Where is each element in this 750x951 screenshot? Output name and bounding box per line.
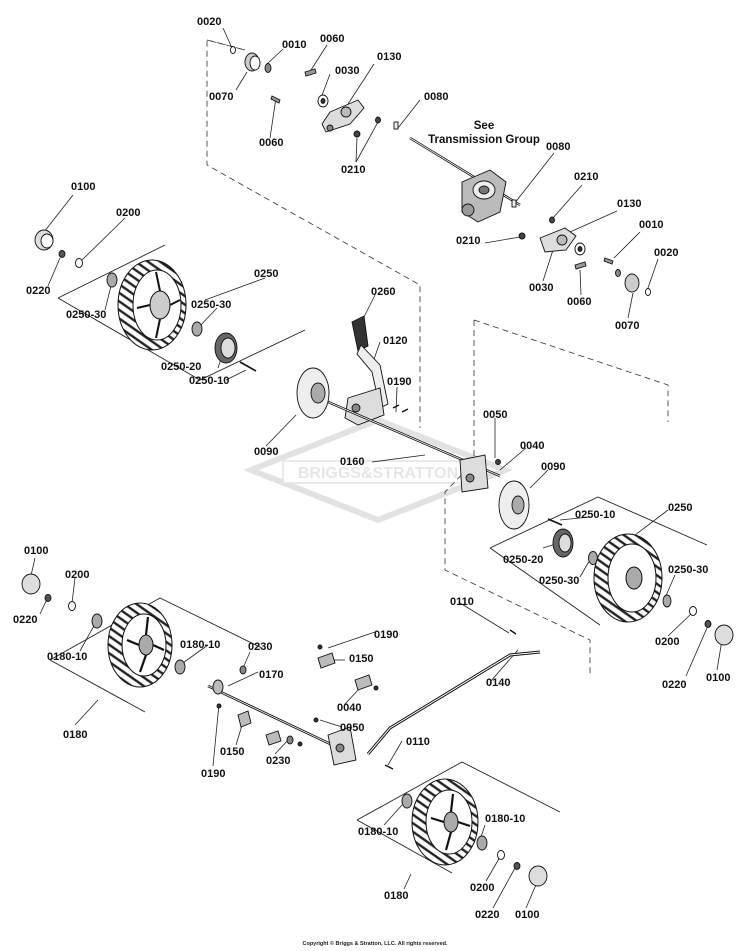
callout-label: 0010: [282, 39, 307, 51]
callout-label: 0110: [406, 736, 430, 748]
callout-label: 0250-30: [191, 299, 232, 311]
wheel-lower-right: [411, 778, 479, 866]
callout-label: 0060: [259, 137, 284, 149]
callout-label: 0040: [337, 702, 362, 714]
wheel-lower-left: [107, 602, 173, 688]
callout-label: 0180-10: [485, 813, 526, 825]
callout-label: 0250-30: [668, 564, 709, 576]
callout-label: 0190: [387, 376, 412, 388]
wheel-upper-left: [117, 259, 187, 351]
callout-label: 0190: [374, 629, 399, 641]
callout-label: 0040: [520, 440, 545, 452]
callout-label: 0200: [65, 569, 90, 581]
transmission-note-line1: See: [473, 120, 495, 132]
callout-label: 0250: [668, 502, 693, 514]
callout-label: 0170: [259, 669, 284, 681]
copyright-text: Copyright © Briggs & Stratton, LLC. All …: [302, 941, 448, 947]
callout-label: 0070: [209, 91, 234, 103]
wheel-middle-right: [593, 533, 663, 623]
callout-label: 0210: [574, 171, 599, 183]
callout-label: 0060: [567, 296, 592, 308]
callout-label: 0030: [529, 282, 554, 294]
callout-label: 0220: [13, 614, 38, 626]
callout-label: 0100: [24, 545, 49, 557]
callout-label: 0070: [615, 320, 640, 332]
callout-label: 0200: [470, 882, 495, 894]
hardware-parts: [21, 46, 734, 887]
callout-label: 0140: [486, 677, 511, 689]
callout-label: 0230: [248, 641, 273, 653]
callout-label: 0250-10: [189, 375, 230, 387]
callout-label: 0180-10: [47, 651, 88, 663]
callout-label: 0180-10: [180, 639, 221, 651]
callout-label: 0220: [475, 909, 500, 921]
callout-label: 0180-10: [358, 826, 399, 838]
callout-label: 0110: [450, 596, 474, 608]
callout-label: 0130: [377, 51, 402, 63]
callout-label: 0210: [456, 235, 481, 247]
callout-label: 0210: [341, 164, 366, 176]
callout-label: 0180: [384, 890, 409, 902]
callout-label: 0200: [116, 207, 141, 219]
callout-label: 0220: [662, 679, 687, 691]
callout-label: 0250-30: [539, 575, 580, 587]
callout-label: 0220: [26, 285, 51, 297]
callout-label: 0120: [383, 335, 408, 347]
callout-label: 0250-30: [66, 309, 107, 321]
callout-label: 0130: [617, 198, 642, 210]
callout-label: 0090: [541, 461, 566, 473]
callout-label: 0250-20: [161, 361, 202, 373]
callout-label: 0100: [515, 909, 540, 921]
callout-label: 0050: [340, 722, 365, 734]
callout-label: 0060: [320, 33, 345, 45]
callout-label: 0150: [220, 746, 245, 758]
group-frames: [206, 39, 669, 677]
callout-label: 0090: [254, 446, 279, 458]
callout-label: 0080: [424, 91, 449, 103]
callout-label: 0250-10: [575, 509, 616, 521]
callout-label: 0020: [197, 16, 222, 28]
callout-label: 0260: [371, 286, 396, 298]
transmission-note: See Transmission Group: [425, 119, 543, 147]
callout-label: 0100: [706, 672, 731, 684]
callout-label: 0180: [63, 729, 88, 741]
watermark-text: BRIGGS&STRATTON: [298, 465, 458, 482]
callout-label: 0050: [483, 409, 508, 421]
callout-label: 0080: [546, 141, 571, 153]
callout-label: 0150: [349, 653, 374, 665]
callout-label: 0020: [654, 247, 679, 259]
callout-label: 0200: [655, 636, 680, 648]
callout-label: 0100: [71, 181, 96, 193]
transmission-note-line2: Transmission Group: [428, 134, 540, 146]
callout-label: 0160: [340, 456, 365, 468]
callout-label: 0230: [266, 755, 291, 767]
callout-label: 0250-20: [503, 554, 544, 566]
brand-watermark: BRIGGS&STRATTON: [242, 416, 514, 524]
callout-label: 0190: [201, 768, 226, 780]
callout-label: 0250: [254, 268, 279, 280]
callout-label: 0010: [639, 219, 664, 231]
callout-label: 0030: [335, 65, 360, 77]
